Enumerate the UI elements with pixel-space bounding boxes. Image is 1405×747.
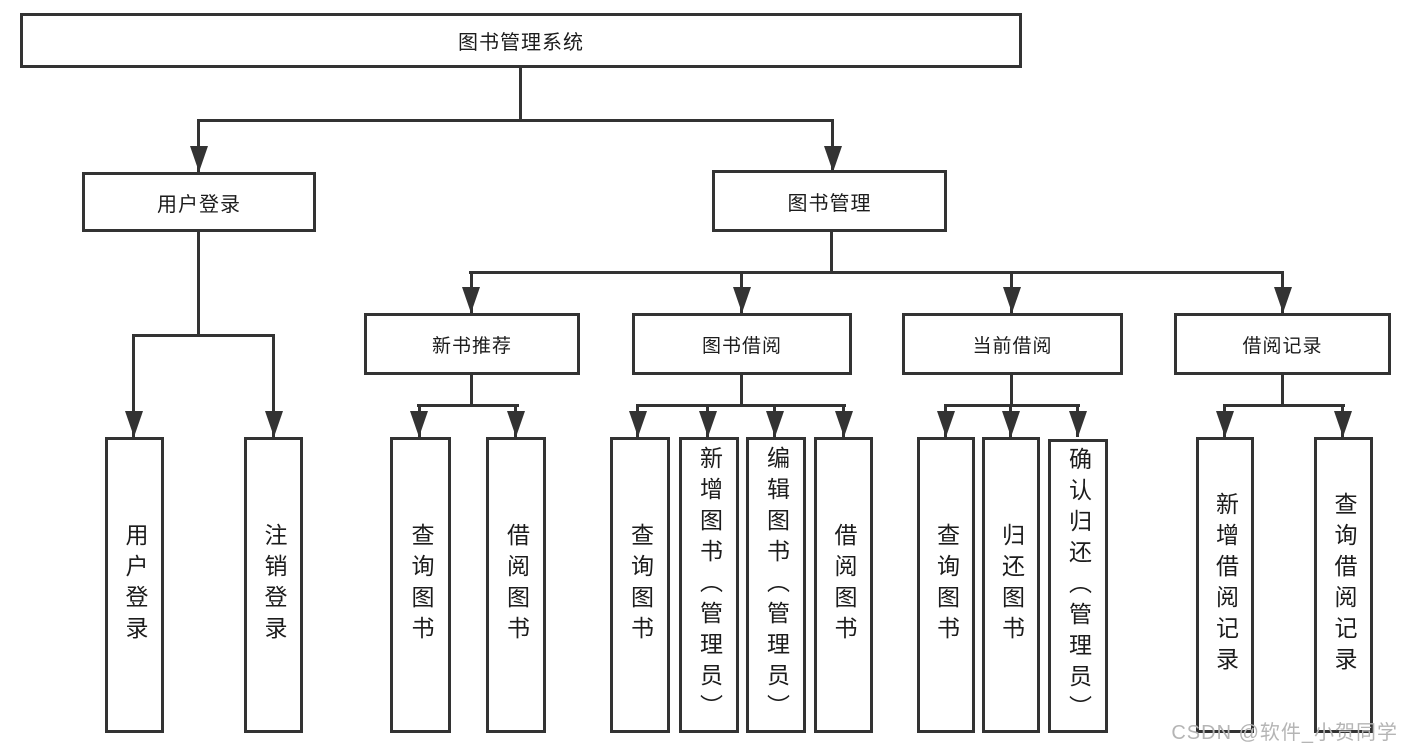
arrow-down-icon <box>462 287 480 313</box>
arrow-down-icon <box>1069 411 1087 437</box>
arrow-down-icon <box>265 411 283 437</box>
node-label: 图书管理系统 <box>458 32 584 54</box>
node-book-management: 图书管理 <box>712 170 947 232</box>
leaf-user-login: 用户登录 <box>105 437 164 733</box>
leaf-borrow-books-recommend: 借阅图书 <box>486 437 546 733</box>
arrow-down-icon <box>766 411 784 437</box>
leaf-label: 借阅图书 <box>831 523 857 647</box>
leaf-label: 查询图书 <box>933 523 960 647</box>
connector-line <box>470 375 473 407</box>
arrow-down-icon <box>1002 411 1020 437</box>
arrow-down-icon <box>937 411 955 437</box>
arrow-down-icon <box>699 411 717 437</box>
node-label: 图书借阅 <box>701 335 782 357</box>
node-label: 借阅记录 <box>1242 335 1323 357</box>
csdn-watermark: CSDN @软件_小贺同学 <box>1171 722 1398 744</box>
connector-line <box>197 119 834 122</box>
connector-line <box>1223 404 1345 407</box>
arrow-down-icon <box>1003 287 1021 313</box>
connector-line <box>197 119 200 172</box>
leaf-label: 注销登录 <box>261 523 287 647</box>
node-label: 当前借阅 <box>972 335 1053 357</box>
node-label: 用户登录 <box>157 193 241 216</box>
leaf-return-books: 归还图书 <box>982 437 1040 733</box>
node-user-login: 用户登录 <box>82 172 316 232</box>
leaf-label: 新增借阅记录 <box>1212 492 1239 678</box>
connector-line <box>132 334 135 437</box>
arrow-down-icon <box>1274 287 1292 313</box>
leaf-add-books-admin: 新增图书（管理员） <box>679 437 739 733</box>
connector-line <box>636 404 846 407</box>
arrow-down-icon <box>824 146 842 172</box>
leaf-label: 归还图书 <box>998 523 1025 647</box>
leaf-label: 借阅图书 <box>503 523 530 647</box>
connector-line <box>417 404 519 407</box>
connector-line <box>1010 375 1013 407</box>
arrow-down-icon <box>629 411 647 437</box>
leaf-label: 用户登录 <box>122 523 148 647</box>
leaf-add-borrow-record: 新增借阅记录 <box>1196 437 1254 733</box>
leaf-edit-books-admin: 编辑图书（管理员） <box>746 437 806 733</box>
node-current-borrowing: 当前借阅 <box>902 313 1123 375</box>
connector-line <box>831 119 834 172</box>
arrow-down-icon <box>125 411 143 437</box>
connector-line <box>272 334 275 437</box>
leaf-query-books-current: 查询图书 <box>917 437 975 733</box>
leaf-borrow-books: 借阅图书 <box>814 437 873 733</box>
connector-line <box>197 232 200 335</box>
leaf-label: 查询图书 <box>408 523 434 647</box>
leaf-logout: 注销登录 <box>244 437 303 733</box>
connector-line <box>469 271 1284 274</box>
connector-line <box>1281 375 1284 407</box>
node-new-book-recommend: 新书推荐 <box>364 313 580 375</box>
arrow-down-icon <box>835 411 853 437</box>
arrow-down-icon <box>1334 411 1352 437</box>
node-label: 新书推荐 <box>431 335 512 357</box>
connector-line <box>944 404 1080 407</box>
arrow-down-icon <box>190 146 208 172</box>
leaf-label: 新增图书（管理员） <box>696 445 723 725</box>
node-label: 图书管理 <box>787 192 872 215</box>
connector-line <box>519 68 522 120</box>
leaf-query-books-borrow: 查询图书 <box>610 437 670 733</box>
connector-line <box>830 232 833 274</box>
connector-line <box>740 375 743 407</box>
leaf-label: 查询借阅记录 <box>1331 492 1357 678</box>
arrow-down-icon <box>1216 411 1234 437</box>
arrow-down-icon <box>733 287 751 313</box>
leaf-confirm-return-admin: 确认归还（管理员） <box>1048 439 1108 733</box>
node-book-borrowing: 图书借阅 <box>632 313 852 375</box>
leaf-query-books-recommend: 查询图书 <box>390 437 451 733</box>
leaf-query-borrow-record: 查询借阅记录 <box>1314 437 1373 733</box>
leaf-label: 确认归还（管理员） <box>1065 446 1092 726</box>
leaf-label: 查询图书 <box>627 523 654 647</box>
arrow-down-icon <box>410 411 428 437</box>
node-library-system: 图书管理系统 <box>20 13 1022 68</box>
arrow-down-icon <box>507 411 525 437</box>
connector-line <box>132 334 275 337</box>
leaf-label: 编辑图书（管理员） <box>763 445 790 725</box>
node-borrow-records: 借阅记录 <box>1174 313 1391 375</box>
